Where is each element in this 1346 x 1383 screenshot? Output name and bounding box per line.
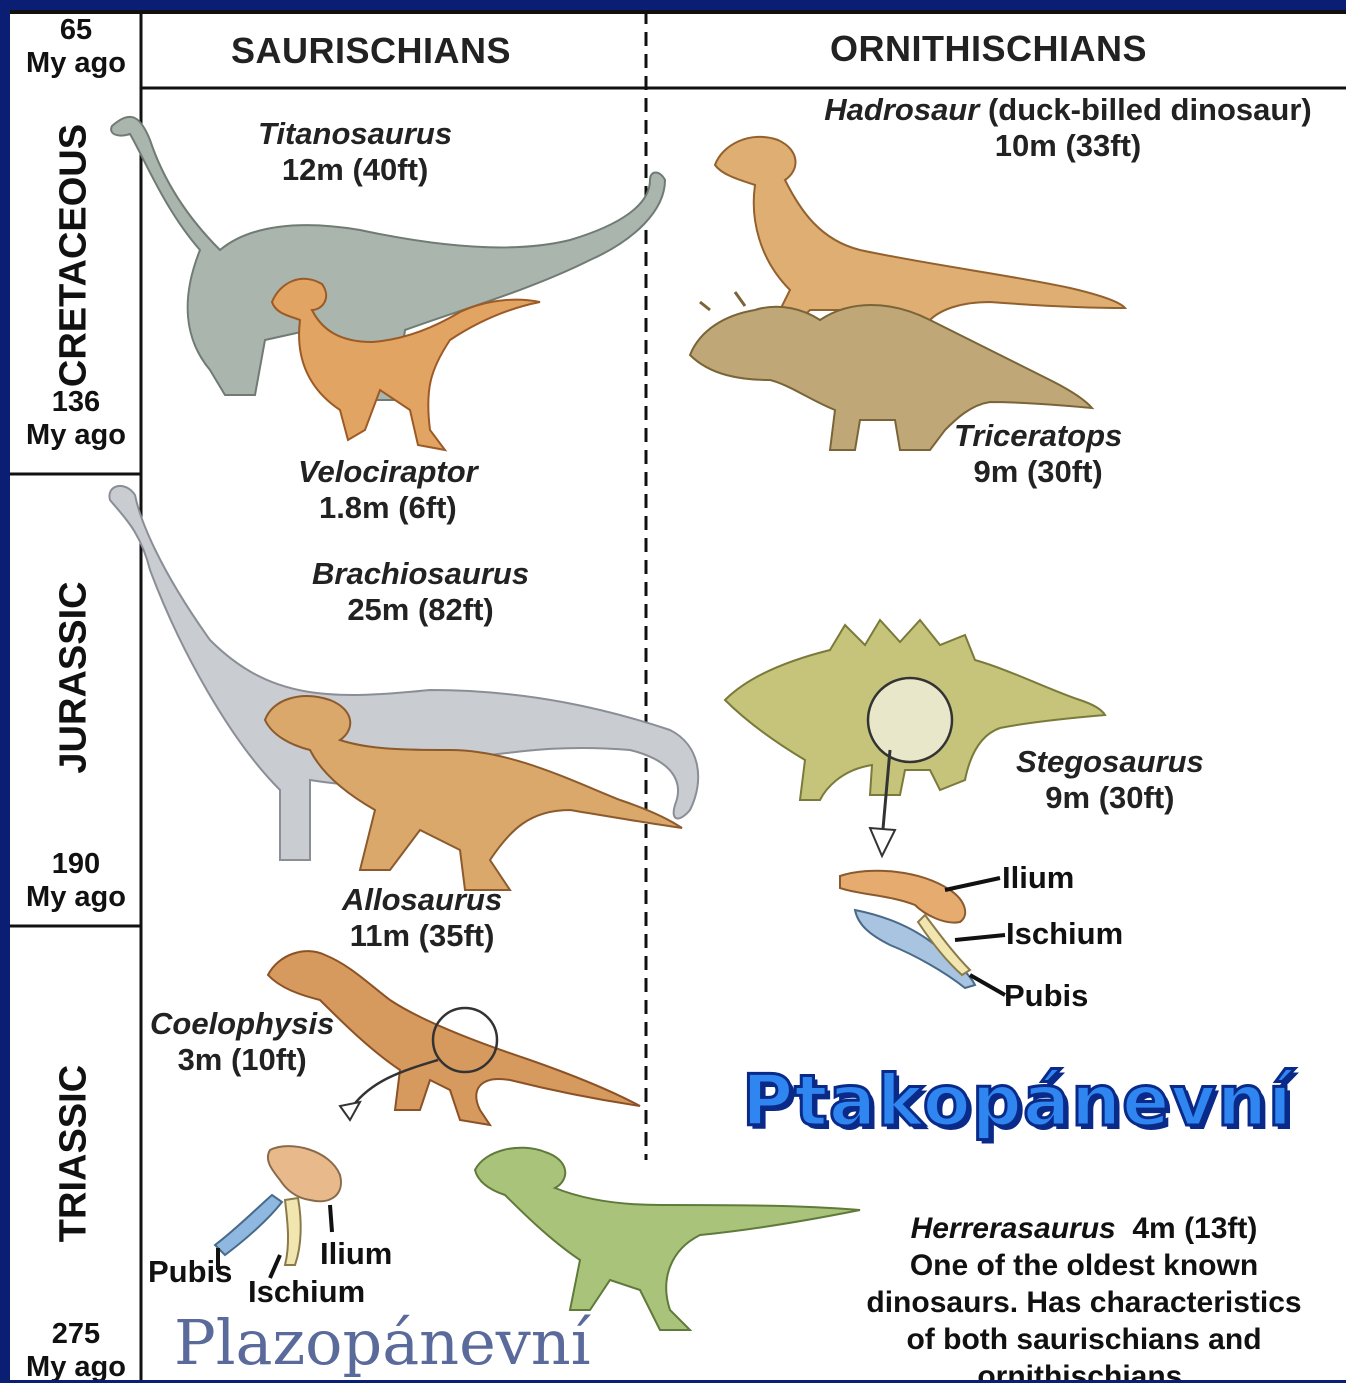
ornithischian-pelvis-illustration bbox=[840, 871, 1005, 995]
stegosaurus-hip-callout-circle bbox=[868, 678, 952, 762]
herrerasaurus-size: 4m (13ft) bbox=[1132, 1212, 1257, 1245]
herrerasaurus-line-1: One of the oldest known bbox=[822, 1247, 1346, 1284]
velociraptor-name: Velociraptor bbox=[298, 454, 478, 490]
hadrosaur-note: (duck-billed dinosaur) bbox=[988, 92, 1312, 127]
hadrosaur-name: Hadrosaur bbox=[824, 92, 979, 127]
hadrosaur-illustration bbox=[715, 137, 1125, 330]
label-velociraptor: Velociraptor 1.8m (6ft) bbox=[298, 454, 478, 526]
brachiosaurus-size: 25m (82ft) bbox=[312, 592, 529, 628]
velociraptor-size: 1.8m (6ft) bbox=[298, 490, 478, 526]
overlay-saurischian-czech: Plazopánevní bbox=[174, 1306, 591, 1379]
herrerasaurus-line-2: dinosaurs. Has characteristics bbox=[822, 1284, 1346, 1321]
allosaurus-size: 11m (35ft) bbox=[342, 918, 502, 954]
diagram-artwork bbox=[10, 10, 1346, 1380]
label-hadrosaur: Hadrosaur (duck-billed dinosaur) 10m (33… bbox=[790, 92, 1346, 164]
stegosaurus-size: 9m (30ft) bbox=[1016, 780, 1204, 816]
titanosaurus-size: 12m (40ft) bbox=[258, 152, 452, 188]
bone-label-ilium-right: Ilium bbox=[1002, 860, 1074, 896]
bone-label-pubis-left: Pubis bbox=[148, 1254, 232, 1290]
allosaurus-name: Allosaurus bbox=[342, 882, 502, 918]
label-brachiosaurus: Brachiosaurus 25m (82ft) bbox=[312, 556, 529, 628]
saurischian-ischium-bone bbox=[285, 1198, 301, 1265]
coelophysis-size: 3m (10ft) bbox=[150, 1042, 334, 1078]
herrerasaurus-line-4: ornithischians. bbox=[822, 1358, 1346, 1380]
stegosaurus-name: Stegosaurus bbox=[1016, 744, 1204, 780]
saurischian-pubis-bone bbox=[215, 1195, 282, 1255]
titanosaurus-name: Titanosaurus bbox=[258, 116, 452, 152]
bone-label-pubis-right: Pubis bbox=[1004, 978, 1088, 1014]
herrerasaurus-name: Herrerasaurus bbox=[911, 1212, 1116, 1245]
overlay-ornithischian-czech: Ptakopánevní bbox=[742, 1060, 1293, 1142]
triceratops-size: 9m (30ft) bbox=[954, 454, 1122, 490]
label-allosaurus: Allosaurus 11m (35ft) bbox=[342, 882, 502, 954]
period-jurassic: JURASSIC bbox=[53, 478, 96, 878]
herrerasaurus-description: Herrerasaurus 4m (13ft) One of the oldes… bbox=[822, 1210, 1346, 1380]
time-65-value: 65 bbox=[60, 14, 92, 46]
herrerasaurus-illustration bbox=[475, 1148, 860, 1330]
header-saurischians: SAURISCHIANS bbox=[231, 30, 511, 72]
label-stegosaurus: Stegosaurus 9m (30ft) bbox=[1016, 744, 1204, 816]
triceratops-name: Triceratops bbox=[954, 418, 1122, 454]
diagram-panel: SAURISCHIANS ORNITHISCHIANS 65 My ago 13… bbox=[10, 10, 1346, 1380]
herrerasaurus-line-3: of both saurischians and bbox=[822, 1321, 1346, 1358]
bone-label-ilium-left: Ilium bbox=[320, 1236, 392, 1272]
header-ornithischians: ORNITHISCHIANS bbox=[830, 28, 1147, 70]
brachiosaurus-name: Brachiosaurus bbox=[312, 556, 529, 592]
hadrosaur-size: 10m (33ft) bbox=[790, 128, 1346, 164]
stegosaurus-illustration bbox=[725, 620, 1105, 856]
time-190-unit: My ago bbox=[26, 881, 126, 913]
saurischian-ilium-bone bbox=[268, 1146, 341, 1201]
bone-label-ischium-right: Ischium bbox=[1006, 916, 1123, 952]
period-triassic: TRIASSIC bbox=[53, 954, 96, 1354]
coelophysis-name: Coelophysis bbox=[150, 1006, 334, 1042]
label-coelophysis: Coelophysis 3m (10ft) bbox=[150, 1006, 334, 1078]
time-275-unit: My ago bbox=[26, 1351, 126, 1380]
label-titanosaurus: Titanosaurus 12m (40ft) bbox=[258, 116, 452, 188]
label-triceratops: Triceratops 9m (30ft) bbox=[954, 418, 1122, 490]
period-cretaceous: CRETACEOUS bbox=[53, 56, 96, 456]
bone-label-ischium-left: Ischium bbox=[248, 1274, 365, 1310]
